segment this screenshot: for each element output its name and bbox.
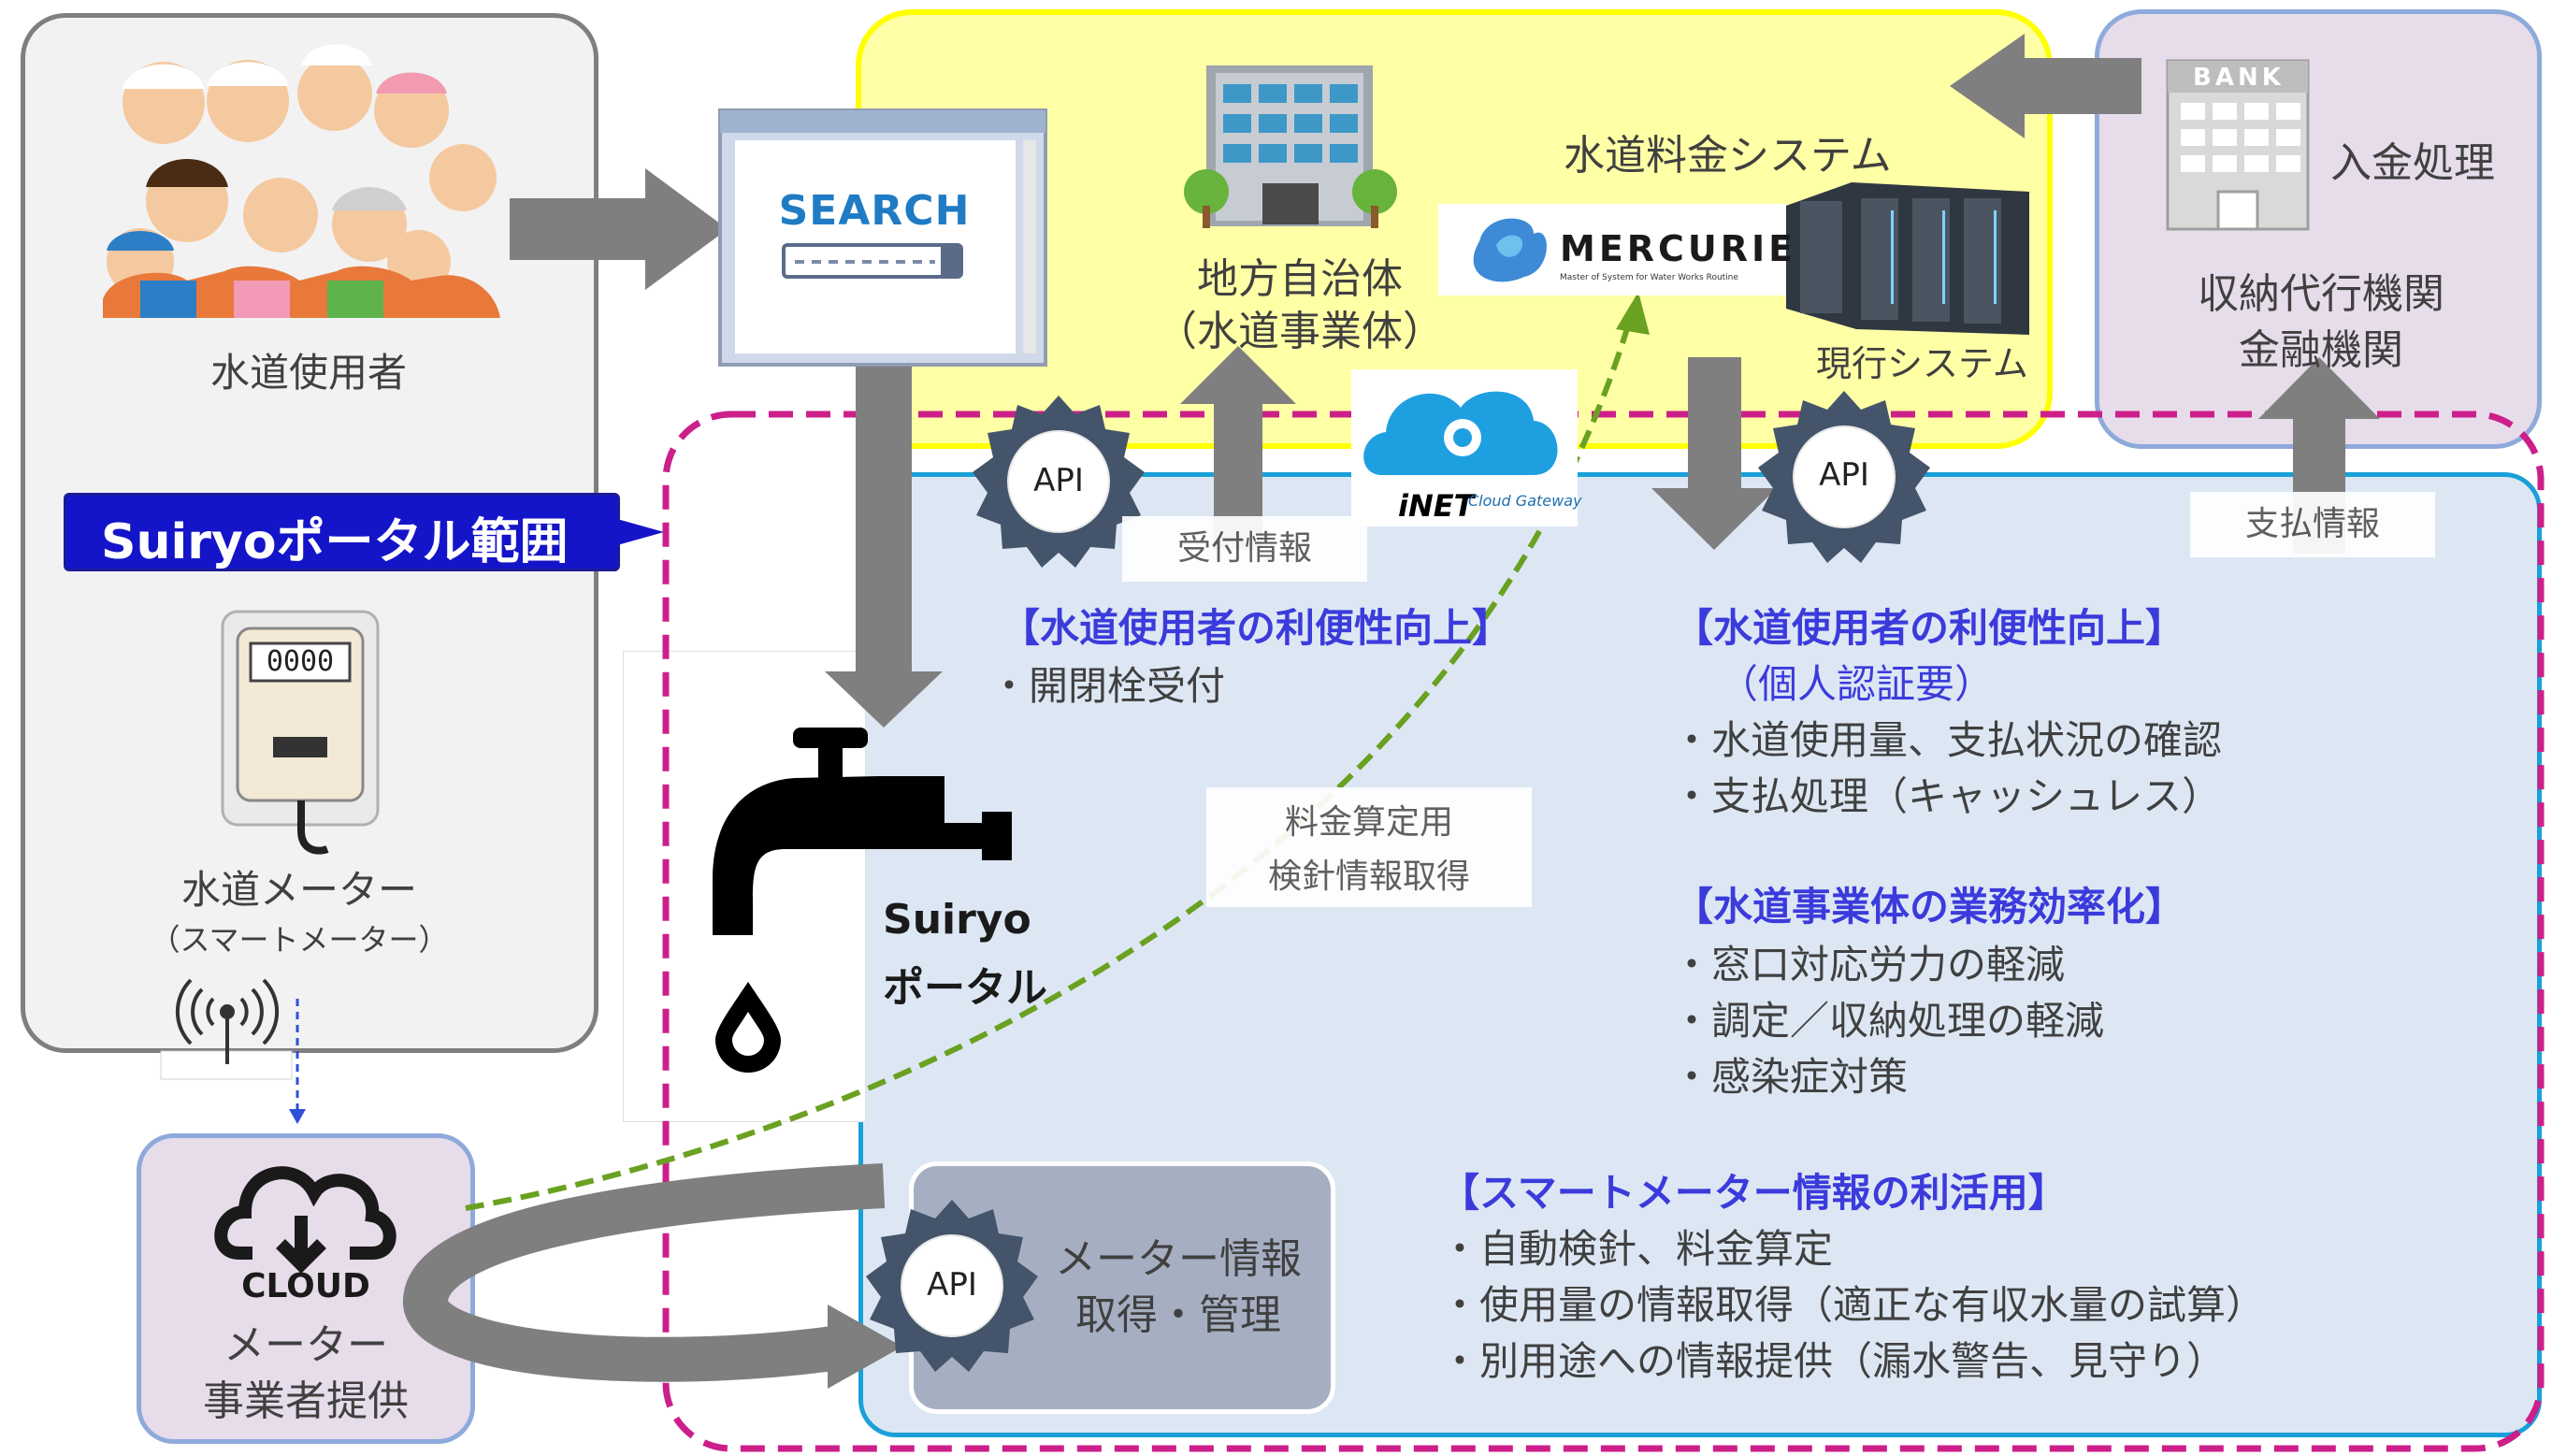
benefit1-heading: 【水道使用者の利便性向上】 [1001, 605, 1512, 651]
portal-range-label: Suiryoポータル範囲 [101, 514, 569, 570]
meter-reading-label: 料金算定用 検針情報取得 [1206, 787, 1532, 907]
benefit2-note: （個人認証要） [1719, 661, 1995, 707]
bank-to-billing-arrow [1950, 34, 2141, 138]
municipality-line2: （水道事業体） [1156, 308, 1444, 355]
api-label-3: API [927, 1266, 977, 1304]
billing-down-arrow [1651, 357, 1777, 550]
inet-cloud-logo [1351, 369, 1578, 526]
api-gear-icon-2 [1758, 391, 1930, 563]
water-meter-icon [221, 610, 380, 855]
meter-vendor-line1: メーター [223, 1321, 388, 1369]
water-meter-title: 水道メーター [180, 867, 417, 913]
meter-reading-curve [465, 312, 1635, 1211]
inet-sub: Cloud Gateway [1468, 492, 1582, 510]
antenna-icon [175, 978, 280, 1064]
inet-label: iNET [1398, 488, 1475, 524]
benefit2-item2: ・支払処理（キャッシュレス） [1672, 773, 2222, 819]
benefit1-item1: ・開閉栓受付 [989, 663, 1226, 709]
suiryo-portal-line2: ポータル [883, 964, 1047, 1012]
benefit3-item3: ・感染症対策 [1672, 1054, 1909, 1100]
meter-management-panel [909, 1161, 1335, 1414]
municipality-line1: 地方自治体 [1197, 255, 1403, 303]
payment-info-label: 支払情報 [2190, 492, 2435, 557]
benefit3-item2: ・調定／収納処理の軽減 [1672, 998, 2105, 1044]
bank-line1: 収納代行機関 [2198, 270, 2444, 318]
api-gear-icon-3 [866, 1200, 1038, 1372]
benefit3-heading: 【水道事業体の業務効率化】 [1674, 884, 2185, 930]
search-window-icon [718, 108, 1047, 367]
users-to-search-arrow [510, 168, 728, 290]
server-rack-icon [1786, 182, 2029, 335]
water-users-label: 水道使用者 [209, 350, 407, 396]
payment-info-arrow [2258, 357, 2380, 554]
suiryo-portal-line1: Suiryo [883, 896, 1031, 944]
search-text: SEARCH [778, 187, 971, 235]
bank-sign: BANK [2193, 64, 2285, 92]
meter-vendor-line2: 事業者提供 [203, 1377, 409, 1425]
api-label-1: API [1033, 462, 1084, 499]
benefit4-item3: ・別用途への情報提供（漏水警告、見守り） [1440, 1338, 2227, 1384]
search-to-portal-arrow [825, 341, 943, 728]
meter-display: 0000 [266, 645, 335, 678]
api-gear-icon-1 [973, 396, 1145, 568]
mercurie-logo-mark [1438, 204, 1786, 296]
deposit-process-label: 入金処理 [2330, 139, 2495, 187]
reception-info-arrow [1180, 346, 1296, 550]
benefit2-heading: 【水道使用者の利便性向上】 [1674, 605, 2185, 651]
water-users-illustration [103, 44, 500, 318]
mercurie-logo-sub: Master of System for Water Works Routine [1560, 273, 1738, 282]
api-label-2: API [1819, 456, 1869, 494]
portal-range-callout [64, 493, 620, 571]
benefit4-heading: 【スマートメーター情報の利活用】 [1440, 1170, 2068, 1216]
meter-reading-line2: 検針情報取得 [1267, 858, 1470, 896]
benefit4-item1: ・自動検針、料金算定 [1440, 1226, 1834, 1272]
benefit4-item2: ・使用量の情報取得（適正な有収水量の試算） [1440, 1282, 2266, 1328]
meter-mgmt-line1: メーター情報 [1055, 1235, 1302, 1283]
billing-system-title: 水道料金システム [1564, 132, 1892, 180]
cloud-icon-text: CLOUD [241, 1267, 370, 1305]
benefit3-item1: ・窓口対応労力の軽減 [1672, 942, 2066, 987]
bank-line2: 金融機関 [2239, 326, 2403, 374]
meter-mgmt-line2: 取得・管理 [1075, 1291, 1281, 1339]
meter-reading-line1: 料金算定用 [1284, 803, 1453, 842]
mercurie-logo-text: MERCURIE [1560, 228, 1797, 269]
cloud-download-icon [214, 1166, 396, 1274]
benefit2-item1: ・水道使用量、支払状況の確認 [1672, 717, 2223, 763]
cloud-loop-arrow [403, 1163, 886, 1382]
portal-range-border [662, 411, 2545, 1452]
bank-building-icon [2166, 59, 2310, 231]
municipal-building-icon [1184, 65, 1397, 228]
current-system-label: 現行システム [1816, 343, 2028, 384]
water-meter-subtitle: （スマートメーター） [150, 922, 449, 958]
faucet-icon [713, 728, 1012, 1073]
reception-info-label: 受付情報 [1122, 516, 1367, 582]
